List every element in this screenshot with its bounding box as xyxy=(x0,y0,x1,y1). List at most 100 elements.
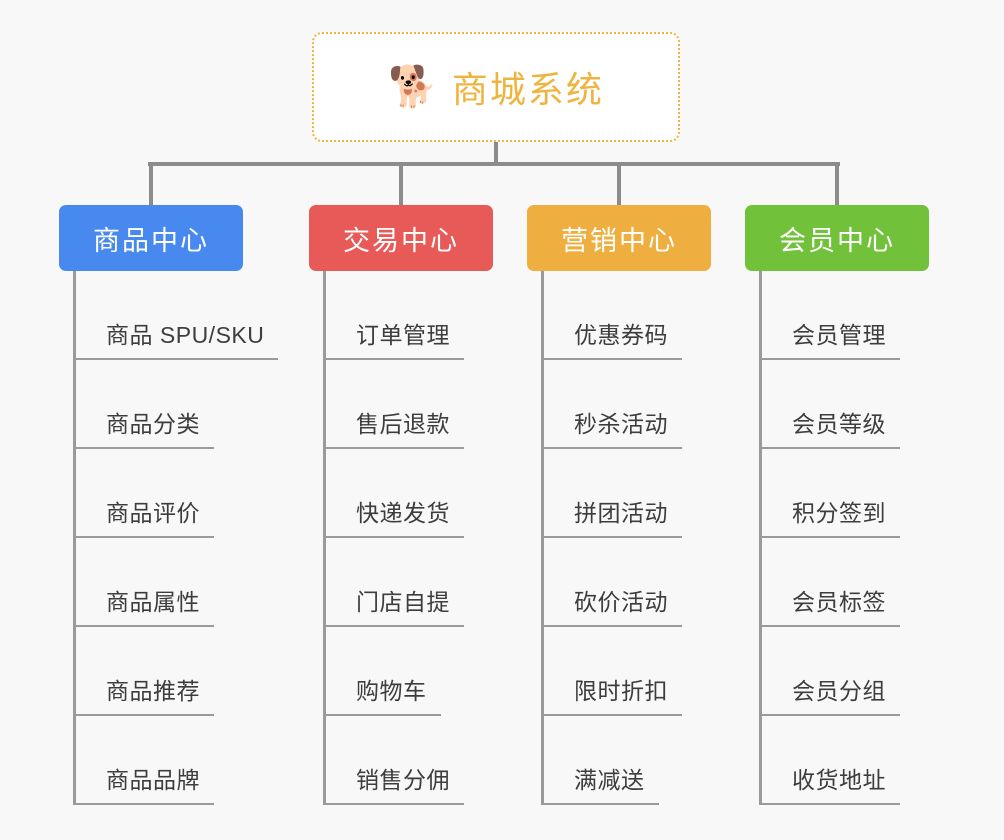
leaf-list-trade-center: 订单管理售后退款快递发货门店自提购物车销售分佣 xyxy=(323,271,493,805)
leaf-item[interactable]: 秒杀活动 xyxy=(541,360,711,449)
leaf-item[interactable]: 会员管理 xyxy=(759,271,929,360)
leaf-item-label: 收货地址 xyxy=(792,767,886,793)
leaf-item-underline: 快递发货 xyxy=(326,494,464,538)
leaf-item-underline: 砍价活动 xyxy=(544,583,682,627)
leaf-item-underline: 会员等级 xyxy=(762,405,900,449)
leaf-item-label: 商品 SPU/SKU xyxy=(106,322,265,348)
category-header-label: 会员中心 xyxy=(779,225,895,256)
leaf-item-underline: 秒杀活动 xyxy=(544,405,682,449)
column-marketing-center: 营销中心优惠券码秒杀活动拼团活动砍价活动限时折扣满减送 xyxy=(527,205,711,805)
leaf-item-underline: 商品 SPU/SKU xyxy=(76,316,279,360)
leaf-item[interactable]: 砍价活动 xyxy=(541,538,711,627)
leaf-item-underline: 销售分佣 xyxy=(326,761,464,805)
leaf-item-underline: 商品属性 xyxy=(76,583,214,627)
leaf-item[interactable]: 会员标签 xyxy=(759,538,929,627)
leaf-item-label: 购物车 xyxy=(356,678,427,704)
leaf-item-label: 商品推荐 xyxy=(106,678,200,704)
leaf-item-label: 会员标签 xyxy=(792,589,886,615)
leaf-item-label: 售后退款 xyxy=(356,411,450,437)
root-node-label: 商城系统 xyxy=(451,69,604,110)
leaf-item-underline: 收货地址 xyxy=(762,761,900,805)
connector-trunk-member-center xyxy=(759,271,762,805)
category-header-member-center[interactable]: 会员中心 xyxy=(745,205,929,271)
column-trade-center: 交易中心订单管理售后退款快递发货门店自提购物车销售分佣 xyxy=(309,205,493,805)
leaf-item-label: 满减送 xyxy=(574,767,645,793)
column-product-center: 商品中心商品 SPU/SKU 商品分类商品评价商品属性商品推荐商品品牌 xyxy=(59,205,279,805)
leaf-item[interactable]: 收货地址 xyxy=(759,716,929,805)
leaf-item-label: 会员管理 xyxy=(792,322,886,348)
connector-drop-trade-center xyxy=(399,162,403,206)
leaf-item[interactable]: 优惠券码 xyxy=(541,271,711,360)
category-header-label: 商品中心 xyxy=(93,225,209,256)
leaf-item[interactable]: 会员分组 xyxy=(759,627,929,716)
leaf-item[interactable]: 商品品牌 xyxy=(73,716,243,805)
leaf-item[interactable]: 商品分类 xyxy=(73,360,243,449)
leaf-item[interactable]: 限时折扣 xyxy=(541,627,711,716)
leaf-list-member-center: 会员管理会员等级积分签到会员标签会员分组收货地址 xyxy=(759,271,929,805)
leaf-list-marketing-center: 优惠券码秒杀活动拼团活动砍价活动限时折扣满减送 xyxy=(541,271,711,805)
connector-trunk-product-center xyxy=(73,271,76,805)
leaf-item-underline: 售后退款 xyxy=(326,405,464,449)
leaf-item-label: 拼团活动 xyxy=(574,500,668,526)
leaf-item-underline: 限时折扣 xyxy=(544,672,682,716)
leaf-item-underline: 满减送 xyxy=(544,761,659,805)
leaf-item-label: 销售分佣 xyxy=(356,767,450,793)
leaf-item-underline: 购物车 xyxy=(326,672,441,716)
leaf-item[interactable]: 满减送 xyxy=(541,716,711,805)
connector-horizontal-bus xyxy=(148,162,840,166)
leaf-list-product-center: 商品 SPU/SKU 商品分类商品评价商品属性商品推荐商品品牌 xyxy=(73,271,279,805)
leaf-item-underline: 商品评价 xyxy=(76,494,214,538)
leaf-item-underline: 商品品牌 xyxy=(76,761,214,805)
leaf-item-underline: 优惠券码 xyxy=(544,316,682,360)
leaf-item-label: 优惠券码 xyxy=(574,322,668,348)
leaf-item-label: 商品品牌 xyxy=(106,767,200,793)
leaf-item-underline: 商品分类 xyxy=(76,405,214,449)
leaf-item[interactable]: 商品推荐 xyxy=(73,627,243,716)
connector-drop-member-center xyxy=(835,162,839,206)
leaf-item-label: 会员等级 xyxy=(792,411,886,437)
connector-drop-marketing-center xyxy=(617,162,621,206)
leaf-item[interactable]: 售后退款 xyxy=(323,360,493,449)
leaf-item-label: 商品评价 xyxy=(106,500,200,526)
leaf-item-underline: 会员管理 xyxy=(762,316,900,360)
leaf-item-underline: 会员标签 xyxy=(762,583,900,627)
leaf-item-label: 限时折扣 xyxy=(574,678,668,704)
leaf-item[interactable]: 会员等级 xyxy=(759,360,929,449)
connector-trunk-trade-center xyxy=(323,271,326,805)
leaf-item[interactable]: 快递发货 xyxy=(323,449,493,538)
leaf-item-underline: 门店自提 xyxy=(326,583,464,627)
leaf-item[interactable]: 销售分佣 xyxy=(323,716,493,805)
leaf-item-label: 快递发货 xyxy=(356,500,450,526)
leaf-item[interactable]: 商品属性 xyxy=(73,538,243,627)
shiba-dog-icon: 🐕 xyxy=(388,65,438,109)
connector-root-stem xyxy=(494,142,498,164)
category-header-product-center[interactable]: 商品中心 xyxy=(59,205,243,271)
leaf-item[interactable]: 购物车 xyxy=(323,627,493,716)
category-header-trade-center[interactable]: 交易中心 xyxy=(309,205,493,271)
leaf-item-underline: 积分签到 xyxy=(762,494,900,538)
leaf-item-label: 会员分组 xyxy=(792,678,886,704)
leaf-item[interactable]: 商品 SPU/SKU xyxy=(73,271,279,360)
category-header-marketing-center[interactable]: 营销中心 xyxy=(527,205,711,271)
connector-drop-product-center xyxy=(149,162,153,206)
leaf-item-label: 秒杀活动 xyxy=(574,411,668,437)
connector-trunk-marketing-center xyxy=(541,271,544,805)
category-header-label: 营销中心 xyxy=(561,225,677,256)
leaf-item[interactable]: 门店自提 xyxy=(323,538,493,627)
leaf-item[interactable]: 拼团活动 xyxy=(541,449,711,538)
leaf-item-underline: 会员分组 xyxy=(762,672,900,716)
leaf-item-label: 订单管理 xyxy=(356,322,450,348)
leaf-item-label: 砍价活动 xyxy=(574,589,668,615)
leaf-item[interactable]: 积分签到 xyxy=(759,449,929,538)
leaf-item-underline: 拼团活动 xyxy=(544,494,682,538)
leaf-item[interactable]: 商品评价 xyxy=(73,449,243,538)
leaf-item[interactable]: 订单管理 xyxy=(323,271,493,360)
leaf-item-underline: 商品推荐 xyxy=(76,672,214,716)
leaf-item-label: 积分签到 xyxy=(792,500,886,526)
column-member-center: 会员中心会员管理会员等级积分签到会员标签会员分组收货地址 xyxy=(745,205,929,805)
leaf-item-label: 门店自提 xyxy=(356,589,450,615)
leaf-item-label: 商品属性 xyxy=(106,589,200,615)
leaf-item-label: 商品分类 xyxy=(106,411,200,437)
root-node[interactable]: 🐕 商城系统 xyxy=(312,32,680,142)
